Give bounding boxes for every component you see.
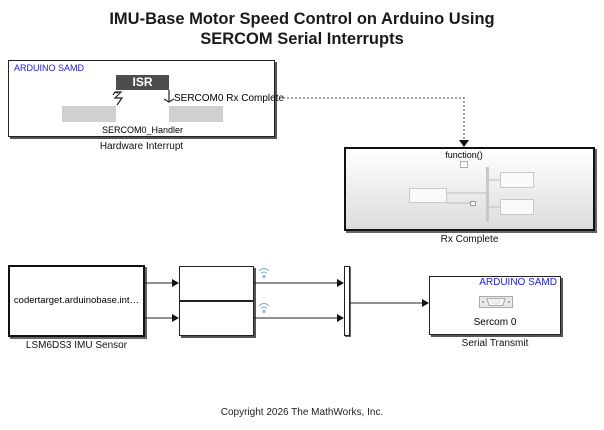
title-line-2: SERCOM Serial Interrupts <box>200 30 404 48</box>
interrupt-lightning-icon <box>112 91 124 106</box>
imu-sensor-text: codertarget.arduinobase.int… <box>13 295 140 306</box>
handler-label: SERCOM0_Handler <box>101 125 184 135</box>
inner-terminator-block <box>470 201 476 206</box>
handler-left-placeholder <box>62 106 116 122</box>
processing-block-1[interactable] <box>179 266 254 301</box>
imu-to-block1-arrowhead <box>172 279 179 287</box>
hardware-interrupt-caption: Hardware Interrupt <box>99 141 184 152</box>
rx-complete-subsystem[interactable]: function() <box>344 147 595 231</box>
serial-port-connector-icon <box>479 296 513 308</box>
hardware-interrupt-block[interactable]: ARDUINO SAMD ISR SERCOM0 Rx Complete SER… <box>8 60 284 137</box>
output-port-label: SERCOM0 Rx Complete <box>174 93 285 104</box>
copyright-notice: Copyright 2026 The MathWorks, Inc. <box>220 407 384 418</box>
inner-demux-bar <box>486 167 489 222</box>
isr-box: ISR <box>116 75 169 90</box>
function-call-arrowhead <box>459 140 469 147</box>
inner-source-block <box>409 188 447 203</box>
mux-block[interactable] <box>344 266 350 336</box>
function-trigger-label: function() <box>445 150 483 160</box>
block2-to-mux-arrowhead <box>337 314 344 322</box>
inner-output-block-2 <box>500 199 534 215</box>
imu-sensor-block[interactable]: codertarget.arduinobase.int… <box>8 265 145 337</box>
block1-to-mux-arrowhead <box>337 279 344 287</box>
imu-sensor-caption: LSM6DS3 IMU Sensor <box>25 340 128 351</box>
title-line-1: IMU-Base Motor Speed Control on Arduino … <box>109 10 495 28</box>
function-call-connection <box>275 97 465 140</box>
sercom-port-label: Sercom 0 <box>473 317 517 328</box>
handler-right-placeholder <box>169 106 223 122</box>
isr-output-arrow-icon <box>163 90 175 103</box>
wireless-signal-icon <box>258 302 270 314</box>
serial-transmit-block[interactable]: ARDUINO SAMD Sercom 0 <box>429 276 561 335</box>
inner-output-block-1 <box>500 172 534 188</box>
serial-transmit-caption: Serial Transmit <box>461 338 529 349</box>
wireless-signal-icon <box>258 267 270 279</box>
isr-label: ISR <box>132 75 153 89</box>
inner-connections <box>447 179 500 208</box>
trigger-port-icon <box>460 161 468 168</box>
diagram-title: IMU-Base Motor Speed Control on Arduino … <box>0 9 604 49</box>
imu-to-block2-arrowhead <box>172 314 179 322</box>
arduino-samd-badge: ARDUINO SAMD <box>14 63 85 73</box>
rx-complete-caption: Rx Complete <box>440 234 499 245</box>
mux-to-serial-arrowhead <box>422 299 429 307</box>
arduino-samd-badge: ARDUINO SAMD <box>479 277 557 288</box>
processing-block-2[interactable] <box>179 301 254 336</box>
